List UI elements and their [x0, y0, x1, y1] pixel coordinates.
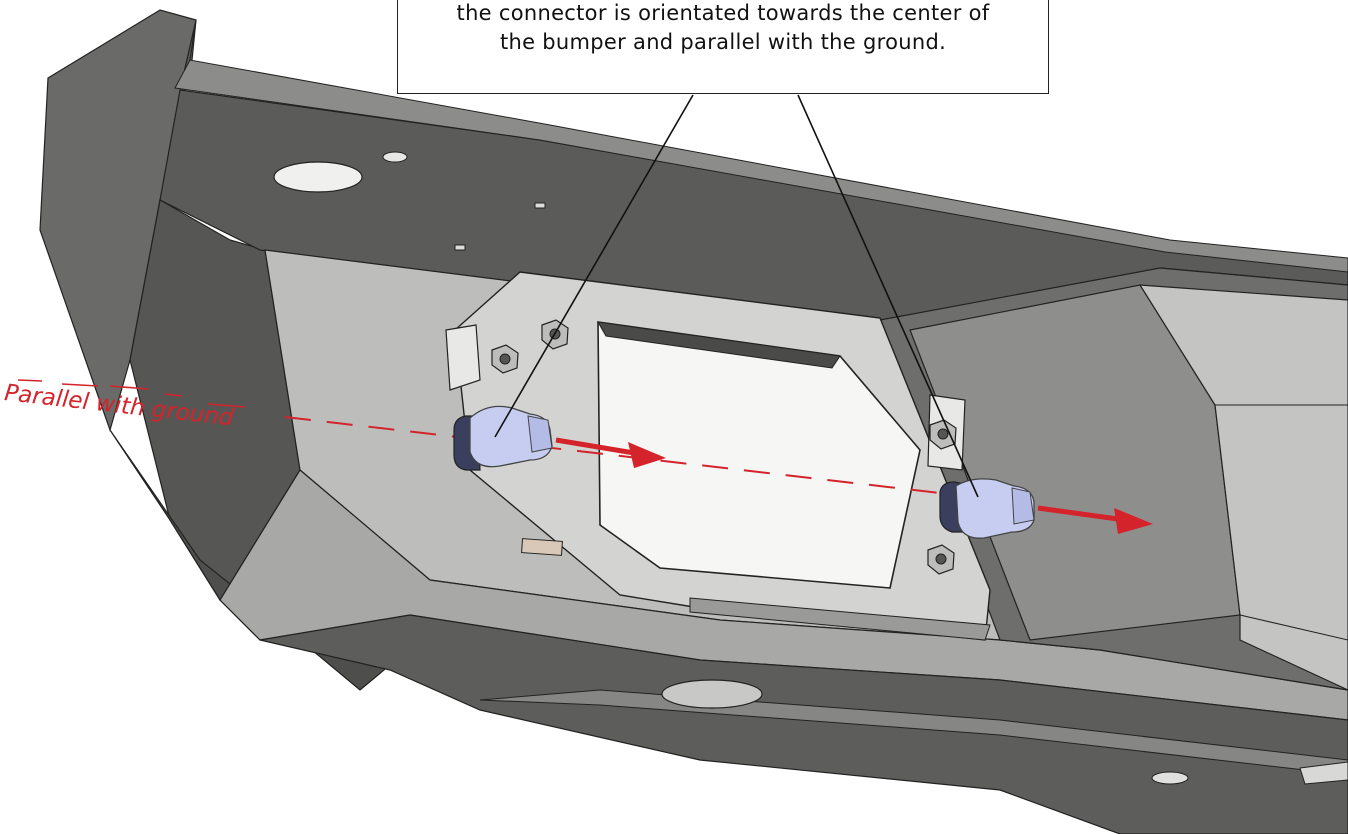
overline-mark: [207, 403, 246, 408]
slot-hole: [534, 202, 546, 209]
bumper-skid-plate: [259, 614, 1348, 834]
callout-leader-right: [797, 94, 979, 498]
direction-arrow-right: [1037, 505, 1153, 534]
bumper-top-lip: [174, 59, 1348, 273]
skid-hole: [661, 679, 763, 709]
callout-line-2: the bumper and parallel with the ground.: [499, 30, 947, 54]
overline-mark: [164, 393, 183, 397]
plate-lower-lip: [689, 597, 991, 641]
mounting-hole: [273, 161, 363, 193]
callout-line-1: the connector is orientated towards the …: [456, 1, 990, 25]
sensor-connector-right: [939, 478, 1035, 539]
instruction-callout: the connector is orientated towards the …: [397, 0, 1049, 94]
hex-nut: [491, 344, 519, 374]
plate-slot: [521, 538, 563, 556]
direction-arrow-left: [555, 437, 666, 468]
panel-edge: [1239, 614, 1348, 641]
skid-hole: [1151, 771, 1189, 785]
callout-leader-left: [494, 94, 694, 438]
bracket-tab: [445, 324, 481, 391]
overline-mark: [17, 379, 43, 382]
slot-hole: [454, 244, 466, 251]
hex-nut: [927, 544, 955, 575]
skid-slot: [1299, 761, 1348, 785]
bumper-top-skin: [159, 19, 1348, 331]
overline-mark: [109, 385, 149, 390]
overline-mark: [61, 383, 99, 387]
mounting-hole: [382, 151, 408, 163]
plate-window-bevel: [597, 321, 841, 369]
sensor-connector-left: [453, 405, 553, 471]
